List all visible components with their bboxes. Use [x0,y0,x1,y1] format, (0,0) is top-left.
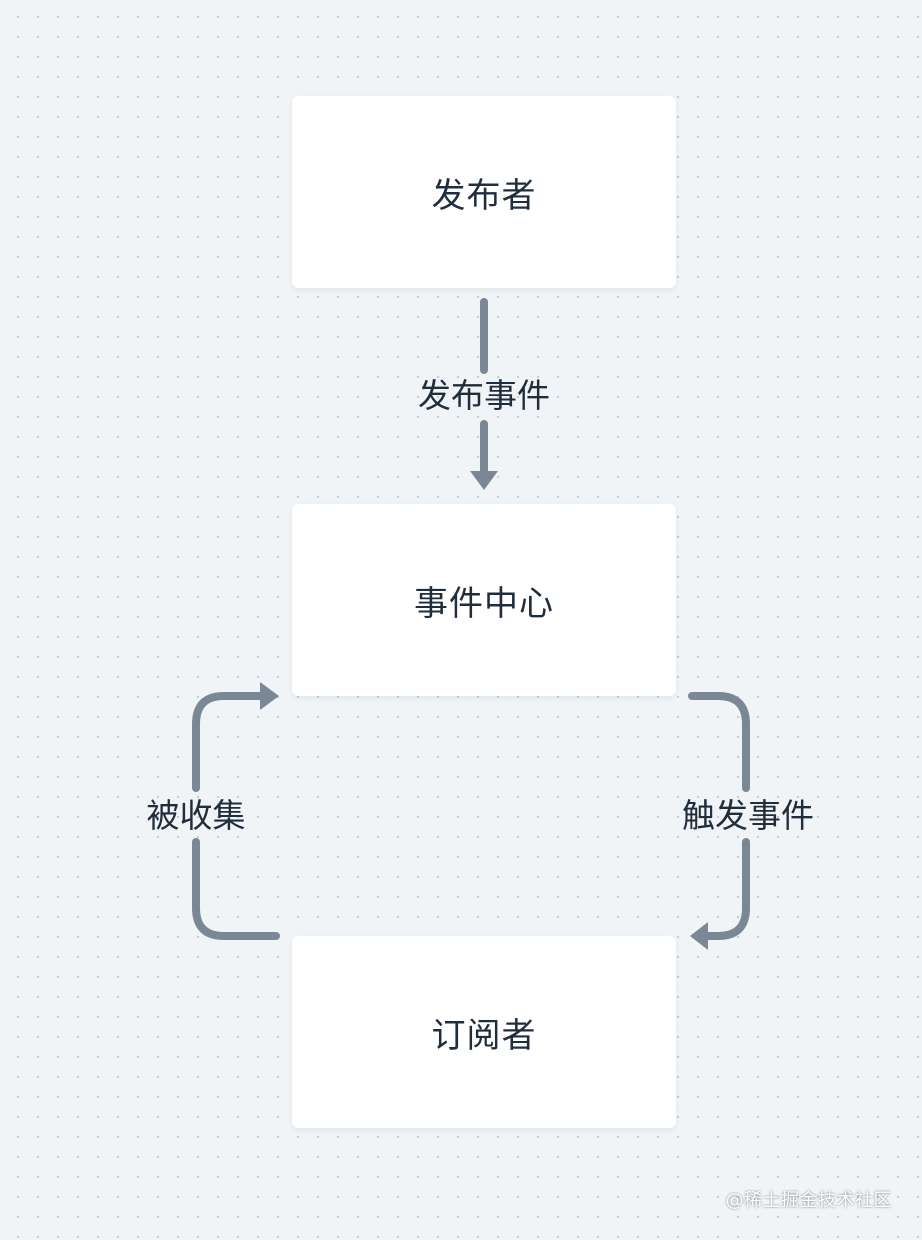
node-subscriber[interactable]: 订阅者 [292,936,676,1128]
arrow-trigger-head [690,922,708,950]
arrow-collect-line-bottom [192,838,280,940]
arrow-collect-line-top [192,692,268,792]
arrow-trigger-line-top [688,692,750,792]
node-event-center-label: 事件中心 [414,583,554,624]
edge-label-publish: 发布事件 [418,376,550,415]
arrow-collect-head [260,682,279,710]
node-publisher-label: 发布者 [431,175,537,216]
node-publisher[interactable]: 发布者 [292,96,676,288]
node-event-center[interactable]: 事件中心 [292,504,676,696]
edge-label-collect: 被收集 [146,796,246,835]
watermark: @稀土掘金技术社区 [725,1190,892,1211]
edge-label-trigger: 触发事件 [682,796,814,835]
node-subscriber-label: 订阅者 [431,1015,537,1056]
arrow-trigger-line-bottom [702,838,750,940]
arrow-publish-head [470,471,498,490]
